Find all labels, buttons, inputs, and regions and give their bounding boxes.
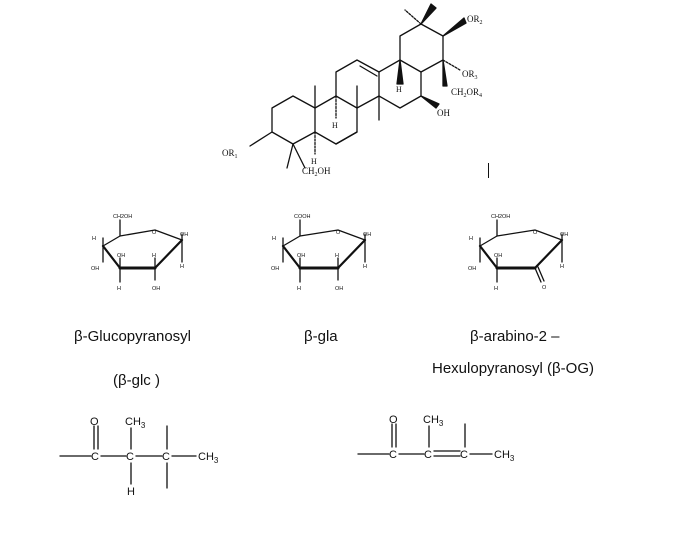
acyl-right-ch3-right: CH3 (494, 449, 515, 463)
acyl-left-c3: C (162, 451, 170, 463)
text-cursor (488, 163, 489, 178)
sugar2-right: OH (363, 232, 371, 238)
acyl-left-c1: C (91, 451, 99, 463)
sugar-gla (281, 219, 367, 283)
acyl-left-h: H (127, 486, 135, 498)
sugar2-ring-o: O (336, 230, 341, 236)
sugar2-m1: OH (297, 253, 305, 259)
caption-glc-abbr: (β-glc ) (113, 372, 160, 389)
sugar1-l2: OH (91, 266, 99, 272)
sugar2-left: H (272, 236, 276, 242)
sugar3-right: OH (560, 232, 568, 238)
acyl-left-o: O (90, 416, 99, 428)
ch2oh-label: CH2OH (302, 166, 331, 178)
acyl-right-c2: C (424, 449, 432, 461)
sugar1-rh: H (180, 264, 184, 270)
acyl-left-c2: C (126, 451, 134, 463)
or1-label: OR1 (222, 148, 238, 160)
or3-label: OR3 (462, 69, 478, 81)
or2-label: OR2 (467, 14, 483, 26)
sugar3-m1: OH (494, 253, 502, 259)
sugar-glc (101, 219, 184, 283)
acyl-left-ch3-top: CH3 (125, 416, 146, 430)
caption-gla-name: β-gla (304, 328, 338, 345)
sugar1-right: OH (180, 232, 188, 238)
sugar1-b2: OH (152, 286, 160, 292)
sugar2-l2: OH (271, 266, 279, 272)
acyl-right-o: O (389, 414, 398, 426)
sugar3-b1: H (494, 286, 498, 292)
sugar2-rh: H (363, 264, 367, 270)
acyl-right-bonds (357, 423, 493, 457)
sugar1-top: CH2OH (113, 214, 132, 220)
sugar2-b1: H (297, 286, 301, 292)
sugar1-m2: H (152, 253, 156, 259)
sugar3-ring-o: O (533, 230, 538, 236)
sugar3-l2: OH (468, 266, 476, 272)
sugar-og (478, 219, 564, 283)
sugar3-ketone: O (542, 285, 547, 291)
acyl-left-ch3-right: CH3 (198, 451, 219, 465)
sugar1-b1: H (117, 286, 121, 292)
sugar1-m1: OH (117, 253, 125, 259)
acyl-left-bonds (59, 425, 197, 489)
caption-og-line1: β-arabino-2 – (470, 328, 560, 345)
sugar2-m2: H (335, 253, 339, 259)
sugar1-left: H (92, 236, 96, 242)
acyl-right-ch3-top: CH3 (423, 414, 444, 428)
sugar3-top: CH2OH (491, 214, 510, 220)
h-label-1: H (332, 121, 338, 130)
acyl-right-c3: C (460, 449, 468, 461)
sugar3-left: H (469, 236, 473, 242)
acyl-right-c1: C (389, 449, 397, 461)
ch2or4-label: CH2OR4 (451, 87, 482, 99)
sugar2-top: COOH (294, 214, 311, 220)
h-label-3: H (396, 85, 402, 94)
h-label-2: H (311, 157, 317, 166)
triterpene-structure (249, 3, 467, 169)
caption-og-line2: Hexulopyranosyl (β-OG) (432, 360, 595, 377)
sugar2-b2: OH (335, 286, 343, 292)
sugar3-rh: H (560, 264, 564, 270)
caption-glc-name: β-Glucopyranosyl (74, 328, 192, 345)
oh-label: OH (437, 108, 450, 118)
sugar1-ring-o: O (152, 230, 157, 236)
